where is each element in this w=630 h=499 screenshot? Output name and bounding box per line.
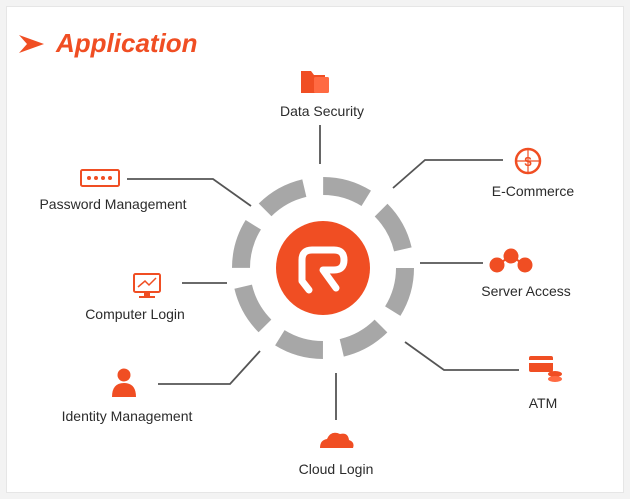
connector-password-management bbox=[127, 178, 252, 207]
center-logo bbox=[276, 221, 370, 315]
node-e-commerce: $ E-Commerce bbox=[492, 147, 575, 199]
header-arrow-icon bbox=[19, 35, 44, 53]
node-data-security: Data Security bbox=[280, 71, 364, 119]
label-e-commerce: E-Commerce bbox=[492, 183, 575, 199]
node-server-access: Server Access bbox=[481, 248, 571, 299]
cloud-icon bbox=[320, 432, 354, 448]
label-data-security: Data Security bbox=[280, 103, 364, 119]
atm-card-icon bbox=[529, 356, 562, 382]
network-icon bbox=[489, 248, 533, 273]
node-password-management: Password Management bbox=[39, 169, 187, 212]
company-logo bbox=[298, 246, 348, 294]
label-atm: ATM bbox=[529, 395, 558, 411]
connector-atm bbox=[404, 341, 519, 371]
node-computer-login: Computer Login bbox=[85, 273, 185, 322]
header: Application bbox=[19, 28, 198, 58]
node-cloud-login: Cloud Login bbox=[299, 432, 374, 477]
connector-identity-management bbox=[158, 350, 261, 385]
node-identity-management: Identity Management bbox=[62, 368, 193, 424]
connector-e-commerce bbox=[392, 159, 503, 189]
label-computer-login: Computer Login bbox=[85, 306, 185, 322]
ring bbox=[232, 177, 414, 359]
label-cloud-login: Cloud Login bbox=[299, 461, 374, 477]
label-identity-management: Identity Management bbox=[62, 408, 193, 424]
ring-track bbox=[232, 177, 414, 359]
user-icon bbox=[112, 368, 136, 397]
svg-text:$: $ bbox=[524, 154, 532, 169]
label-password-management: Password Management bbox=[39, 196, 186, 212]
monitor-icon bbox=[133, 273, 161, 298]
label-server-access: Server Access bbox=[481, 283, 570, 299]
header-title: Application bbox=[55, 28, 198, 58]
connectors bbox=[127, 125, 519, 420]
password-icon bbox=[80, 169, 120, 187]
folder-icon bbox=[301, 71, 329, 93]
node-atm: ATM bbox=[529, 356, 562, 411]
dollar-globe-icon: $ bbox=[514, 147, 542, 175]
